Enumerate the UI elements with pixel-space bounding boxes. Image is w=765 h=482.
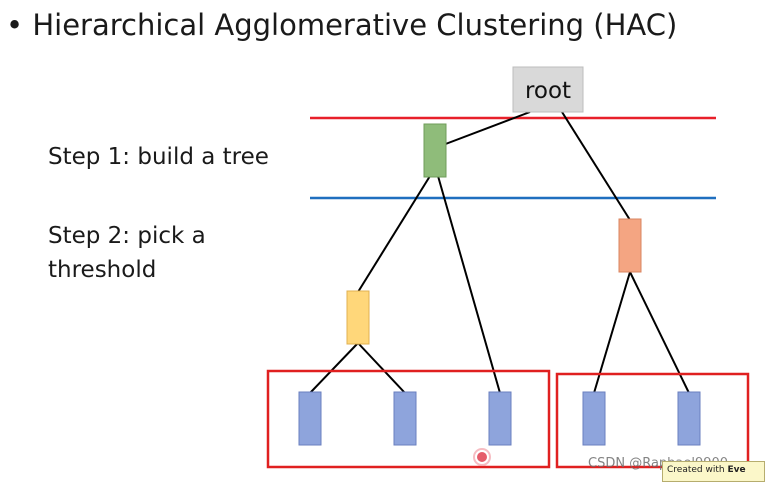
leaf-node-4 — [582, 391, 606, 446]
step-1-label: Step 1: build a tree — [48, 144, 269, 170]
tooltip-brand: Eve — [727, 465, 746, 475]
root-label: root — [525, 78, 571, 104]
step-2-line-1: Step 2: pick a — [48, 223, 206, 249]
orange-node — [618, 218, 642, 273]
leaf-node-2 — [393, 391, 417, 446]
edge-green-leaf3 — [437, 175, 501, 394]
leaf-node-3 — [488, 391, 512, 446]
step-2-line-2: threshold — [48, 257, 157, 283]
slide-title: • Hierarchical Agglomerative Clustering … — [6, 8, 678, 42]
step-2-label: Step 2: pick a threshold — [48, 219, 248, 287]
edge-root-orange — [561, 111, 631, 221]
green-node — [423, 123, 447, 178]
laser-pointer-dot — [477, 452, 487, 462]
edge-root-green — [434, 111, 531, 149]
leaf-node-1 — [298, 391, 322, 446]
cluster-box-right — [555, 372, 750, 469]
edge-yellow-leaf2 — [357, 342, 406, 394]
yellow-node — [346, 290, 370, 345]
leaf-node-5 — [677, 391, 701, 446]
cluster-box-left — [266, 369, 551, 469]
edge-yellow-leaf1 — [309, 342, 359, 394]
created-with-tooltip: Created with Eve — [662, 461, 765, 482]
laser-pointer-glow — [473, 448, 491, 466]
root-node — [512, 66, 584, 113]
tooltip-prefix: Created with — [667, 465, 728, 475]
edge-green-yellow — [357, 175, 431, 293]
